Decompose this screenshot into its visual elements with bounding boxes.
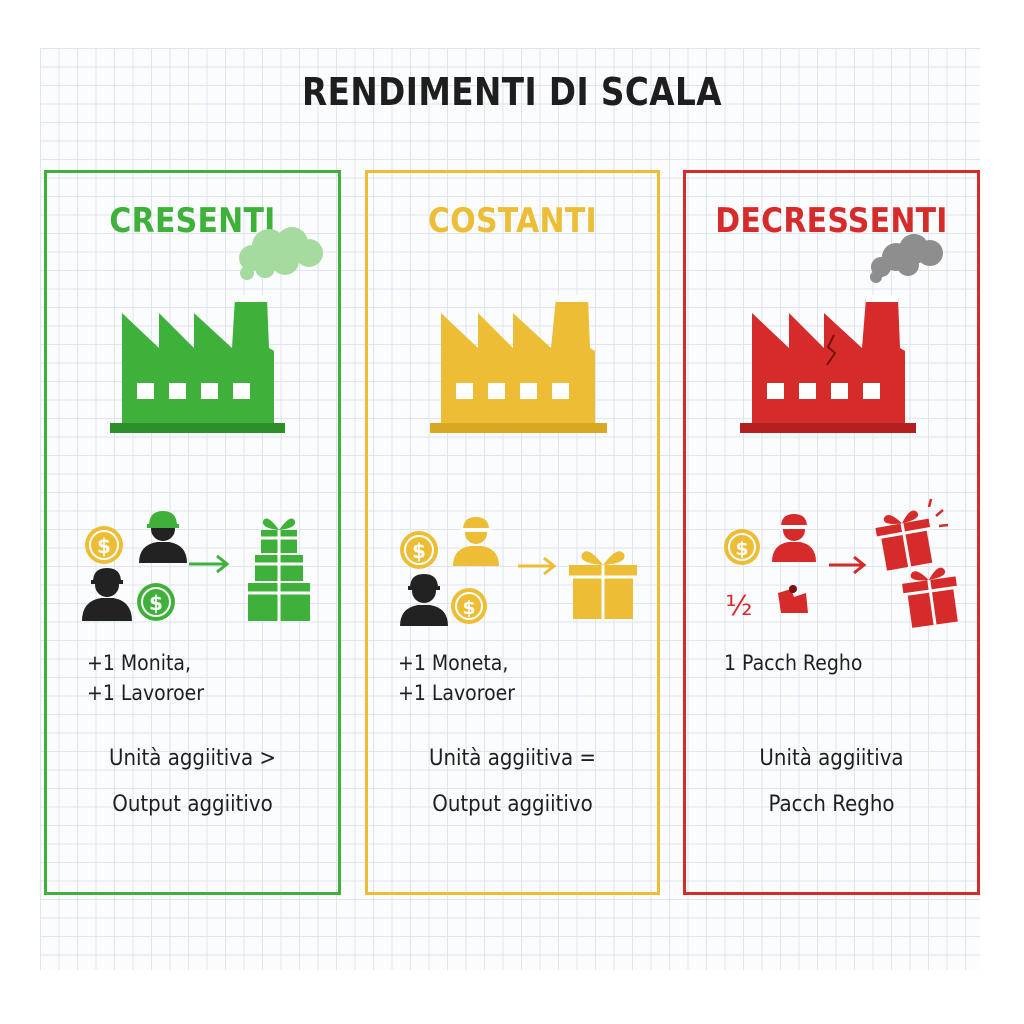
arrow-right-icon <box>518 556 557 576</box>
arrow-right-icon <box>829 555 867 575</box>
worker-icon <box>453 517 499 566</box>
factory-icon <box>110 295 285 433</box>
panel-title-crescenti: CRESENTI <box>109 201 276 241</box>
arrow-right-icon <box>189 554 230 574</box>
panel-decrescenti-graphics: $ ½ <box>724 234 958 628</box>
inputs-text-decrescenti: 1 Pacch Regho <box>724 648 862 678</box>
worker-icon <box>772 514 816 562</box>
coin-icon: $ <box>724 529 760 565</box>
sparkle-lines <box>927 498 949 528</box>
inputs-text-crescenti: +1 Monita, +1 Lavoroer <box>87 648 204 708</box>
worker-icon <box>400 574 448 626</box>
inputs-line-money: +1 Moneta, <box>398 651 509 675</box>
svg-text:$: $ <box>735 538 748 560</box>
result-line-2: Pacch Regho <box>768 792 895 817</box>
coin-icon: $ <box>85 526 123 564</box>
result-text-costanti: Unità aggiitiva = Output aggiitivo <box>382 736 642 828</box>
gift-icon <box>902 567 958 628</box>
result-line-2: Output aggiitivo <box>432 792 593 817</box>
result-line-1: Unità aggiitiva <box>759 746 904 771</box>
diagram-title: RENDIMENTI DI SCALA <box>302 70 722 114</box>
smoke-cloud-icon <box>239 227 323 280</box>
result-line-1: Unità aggiitiva = <box>428 746 597 771</box>
grid-background <box>40 48 980 970</box>
inputs-line-labor: +1 Lavoroer <box>398 681 516 705</box>
cracked-factory-icon <box>740 295 916 433</box>
panel-crescenti-graphics: $ $ <box>82 227 323 621</box>
panel-title-costanti: COSTANTI <box>428 201 597 241</box>
inputs-line-money: +1 Monita, <box>87 651 191 675</box>
smoke-cloud-icon <box>870 234 943 283</box>
svg-text:$: $ <box>412 539 426 563</box>
coin-icon: $ <box>400 531 438 569</box>
result-text-decrescenti: Unità aggiitiva Pacch Regho <box>701 736 963 828</box>
result-line-1: Unità aggiitiva > <box>108 746 277 771</box>
factory-icon <box>430 295 607 433</box>
coin-icon: $ <box>451 588 487 624</box>
svg-text:$: $ <box>462 597 475 619</box>
coin-icon: $ <box>137 583 175 621</box>
worker-icon <box>82 568 132 621</box>
panel-costanti: COSTANTI $ <box>365 170 660 895</box>
panel-title-decrescenti: DECRESSENTI <box>715 201 948 241</box>
inputs-line-labor: +1 Lavoroer <box>87 681 205 705</box>
svg-text:$: $ <box>149 591 163 615</box>
result-text-crescenti: Unità aggiitiva > Output aggiitivo <box>62 736 324 828</box>
panel-decrescenti: DECRESSENTI $ <box>683 170 980 895</box>
gift-icon <box>875 510 933 571</box>
panel-costanti-graphics: $ $ <box>400 295 637 626</box>
inputs-text-costanti: +1 Moneta, +1 Lavoroer <box>398 648 515 708</box>
fraction-label: ½ <box>725 589 752 622</box>
inputs-line-1: 1 Pacch Regho <box>724 651 863 675</box>
result-line-2: Output aggiitivo <box>112 792 273 817</box>
broken-gift-icon <box>778 585 808 613</box>
panel-crescenti: CRESENTI $ <box>44 170 341 895</box>
worker-icon <box>139 511 187 563</box>
svg-text:$: $ <box>97 534 111 558</box>
